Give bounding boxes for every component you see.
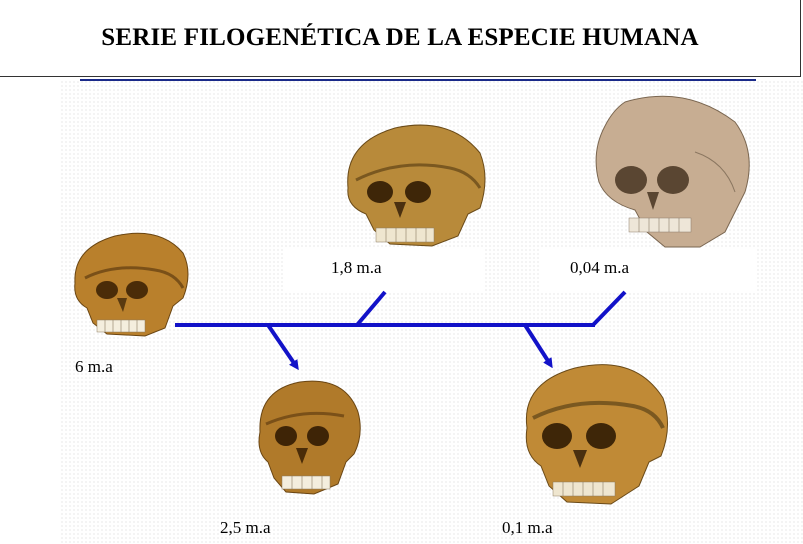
arrow-to-2-5ma xyxy=(268,325,296,366)
branch-to-0-04ma xyxy=(593,292,625,325)
arrow-to-0-1ma xyxy=(525,325,550,364)
branch-to-1-8ma xyxy=(357,292,385,325)
